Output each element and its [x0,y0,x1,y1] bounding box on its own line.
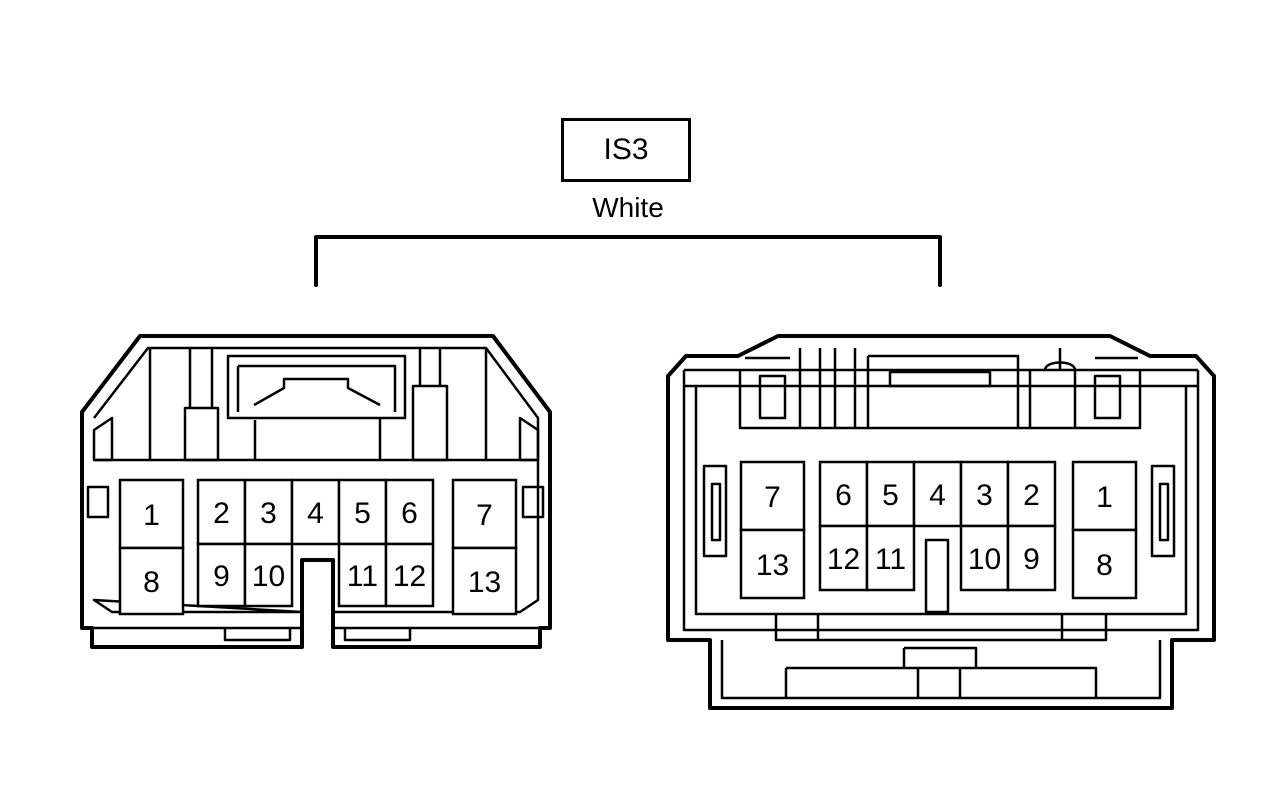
right-side-guide-right [1150,464,1176,558]
left-pin-9-cavity [196,542,247,608]
left-pin-13-label: 13 [468,566,501,599]
left-pin-8-label: 8 [143,566,160,599]
right-pin-13-label: 13 [756,549,789,582]
right-pin-2-cavity [1006,460,1057,528]
left-pin-12-cavity [384,542,435,608]
right-housing-outline [666,334,1216,710]
left-pin-1-label: 1 [143,499,160,532]
right-top-rail [738,356,1142,430]
left-latch [253,377,381,407]
left-pin-11-cavity [337,542,388,608]
right-pin-4-label: 4 [929,479,946,512]
left-side-tab-left [86,485,110,519]
right-pin-3-label: 3 [976,479,993,512]
right-lower-housing [720,640,1162,700]
right-pin-10-label: 10 [968,543,1001,576]
left-pin-4-label: 4 [307,497,324,530]
connector-color: White [592,192,664,223]
right-side-guide-left [702,464,728,558]
right-pin-12-label: 12 [827,543,860,576]
left-pin-7-label: 7 [476,499,493,532]
right-center-latch [866,354,1020,428]
left-keys [183,384,449,462]
left-pin-2-label: 2 [213,497,230,530]
left-pin-12-label: 12 [393,560,426,593]
right-pin-7-label: 7 [764,481,781,514]
right-pin-6-cavity [818,460,869,528]
left-side-guides [92,416,540,462]
right-bottom-ledge [774,614,1108,642]
left-pin-13-cavity [451,546,518,616]
right-pin-4-cavity [912,460,963,528]
right-pin-1-label: 1 [1096,481,1113,514]
left-pin-8-cavity [118,546,185,616]
left-pin-6-cavity [384,478,435,546]
right-pin-11-cavity [865,524,916,592]
left-pin-3-label: 3 [260,497,277,530]
left-pin-5-label: 5 [354,497,371,530]
right-pin-13-cavity [739,528,806,600]
right-pin-9-label: 9 [1023,543,1040,576]
left-housing-outline [80,334,552,649]
left-pin-11-label: 11 [347,560,378,593]
connector-code-box: IS3 [561,118,691,182]
right-pin-6-label: 6 [835,479,852,512]
left-ribs [148,348,488,460]
right-pin-10-cavity [959,524,1010,592]
left-pin-10-label: 10 [252,560,285,593]
left-pin-6-label: 6 [401,497,418,530]
connector-code: IS3 [603,133,649,166]
left-bottom-strip [92,626,540,642]
right-center-slot [924,538,950,614]
right-ribs-left [798,348,857,428]
left-side-tab-right [521,485,545,519]
right-corner-keys [758,374,1122,420]
right-pin-5-label: 5 [882,479,899,512]
bracket-line [314,235,942,287]
right-pin-2-label: 2 [1023,479,1040,512]
right-pin-8-label: 8 [1096,549,1113,582]
right-pin-11-label: 11 [875,543,906,576]
left-pin-4-cavity [290,478,341,546]
right-pin-9-cavity [1006,524,1057,592]
left-pin-10-cavity [243,542,294,608]
left-latch-window [226,354,407,420]
left-pin-7-cavity [451,478,518,550]
right-ribs-right [1028,348,1077,428]
left-pin-9-label: 9 [213,560,230,593]
right-pin-8-cavity [1071,528,1138,600]
